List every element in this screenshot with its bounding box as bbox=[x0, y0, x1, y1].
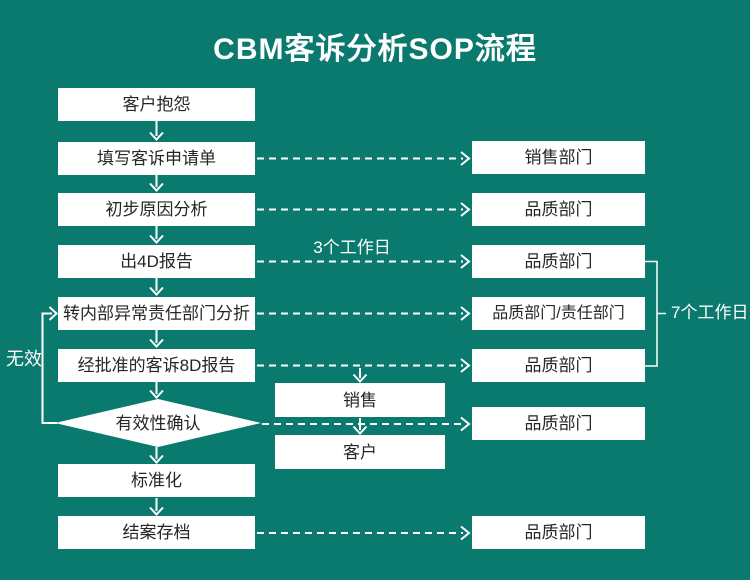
node-sales: 销售 bbox=[275, 383, 445, 417]
node-label: 初步原因分析 bbox=[105, 200, 208, 219]
node-label: 销售部门 bbox=[524, 148, 593, 167]
node-label: 客户抱怨 bbox=[122, 95, 191, 114]
arrow-step4-step5 bbox=[149, 278, 164, 296]
dashed-arrow-step8-dept7 bbox=[257, 525, 471, 541]
node-internal-dept-analysis: 转内部异常责任部门分折 bbox=[58, 297, 255, 330]
node-label: 品质部门 bbox=[524, 356, 593, 375]
node-label: 填写客诉申请单 bbox=[97, 149, 216, 168]
arrow-step5-step6 bbox=[149, 330, 164, 348]
node-close-and-archive: 结案存档 bbox=[58, 516, 255, 549]
node-label: 品质部门 bbox=[524, 414, 593, 433]
arrow-decision-step7 bbox=[149, 447, 164, 464]
node-dept-quality-5: 品质部门 bbox=[472, 516, 645, 549]
bracket-7-days bbox=[645, 260, 666, 367]
label-7-working-days: 7个工作日 bbox=[671, 303, 749, 322]
node-customer: 客户 bbox=[275, 435, 445, 469]
node-standardization: 标准化 bbox=[58, 464, 255, 497]
label-3-working-days: 3个工作日 bbox=[313, 238, 391, 257]
node-dept-sales: 销售部门 bbox=[472, 141, 645, 174]
node-dept-quality-4: 品质部门 bbox=[472, 407, 645, 440]
dashed-arrow-step6-dept5 bbox=[257, 358, 471, 373]
node-label: 品质部门 bbox=[524, 200, 593, 219]
arrow-sales-customer bbox=[352, 418, 368, 435]
node-preliminary-cause-analysis: 初步原因分析 bbox=[58, 193, 255, 226]
node-label: 品质部门/责任部门 bbox=[492, 304, 625, 322]
node-label: 转内部异常责任部门分折 bbox=[63, 304, 250, 323]
node-label: 经批准的客诉8D报告 bbox=[77, 356, 236, 375]
arrow-step6-decision bbox=[149, 382, 164, 399]
node-approved-8d-report: 经批准的客诉8D报告 bbox=[58, 349, 255, 382]
arrow-step3-step4 bbox=[149, 226, 164, 244]
node-dept-quality-1: 品质部门 bbox=[472, 193, 645, 226]
dashed-arrow-decision-dept6 bbox=[262, 416, 471, 432]
node-dept-quality-2: 品质部门 bbox=[472, 245, 645, 278]
node-fill-complaint-form: 填写客诉申请单 bbox=[58, 142, 255, 175]
arrow-step2-step3 bbox=[149, 175, 164, 192]
node-dept-quality-responsible: 品质部门/责任部门 bbox=[472, 297, 645, 330]
node-label: 客户 bbox=[343, 442, 377, 462]
loop-invalid-arrow bbox=[41, 306, 58, 424]
node-dept-quality-3: 品质部门 bbox=[472, 349, 645, 382]
node-label: 出4D报告 bbox=[120, 252, 193, 271]
node-4d-report: 出4D报告 bbox=[58, 245, 255, 278]
dashed-arrow-step4-dept3 bbox=[257, 254, 471, 269]
dashed-arrow-step3-dept2 bbox=[257, 202, 471, 217]
arrow-into-sales bbox=[352, 368, 368, 383]
node-label: 品质部门 bbox=[524, 523, 593, 542]
label-invalid: 无效 bbox=[6, 349, 42, 369]
node-label: 有效性确认 bbox=[115, 413, 201, 433]
dashed-arrow-step2-dept1 bbox=[257, 151, 471, 166]
node-label: 品质部门 bbox=[524, 252, 593, 271]
arrow-step1-step2 bbox=[149, 121, 164, 141]
page-title: CBM客诉分析SOP流程 bbox=[213, 33, 537, 66]
node-label: 销售 bbox=[343, 390, 377, 410]
node-customer-complaint: 客户抱怨 bbox=[58, 88, 255, 121]
dashed-arrow-step5-dept4 bbox=[257, 306, 471, 321]
node-label: 结案存档 bbox=[122, 523, 191, 542]
node-label: 标准化 bbox=[131, 471, 182, 490]
arrow-step7-step8 bbox=[149, 498, 164, 516]
